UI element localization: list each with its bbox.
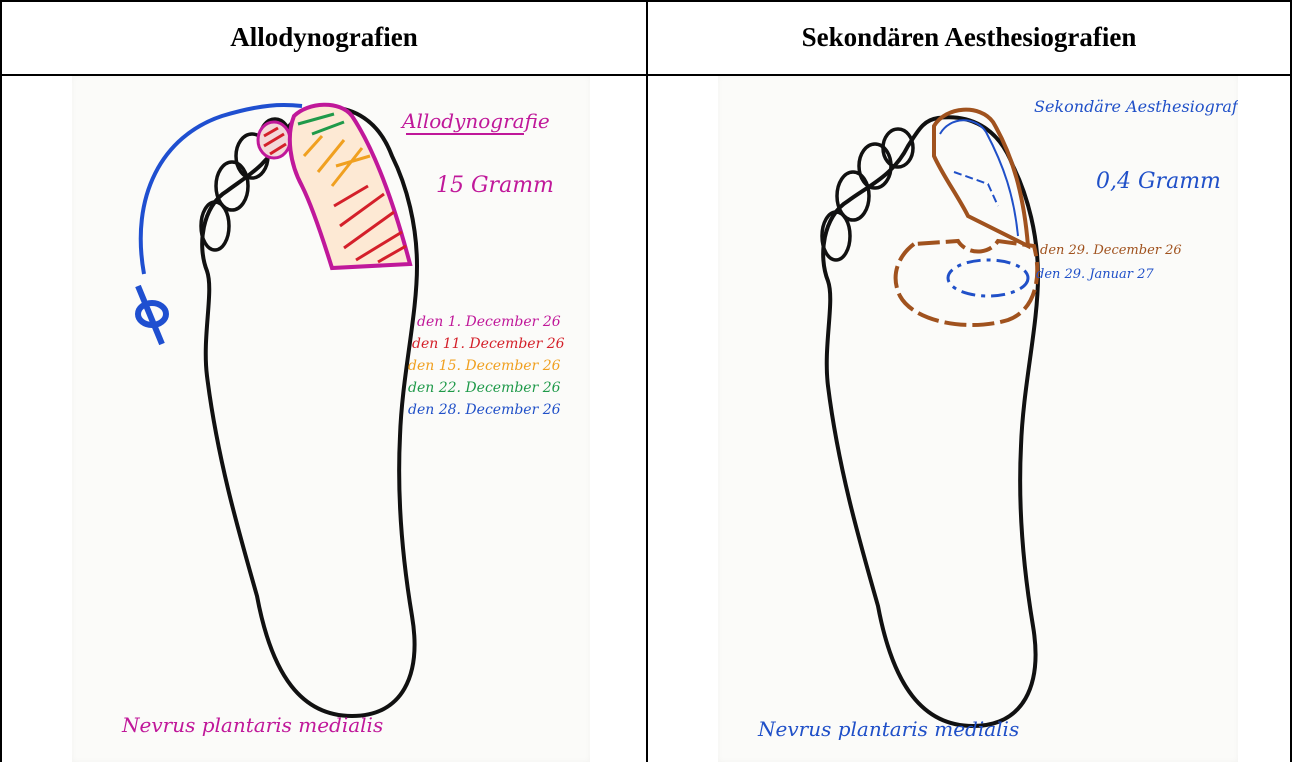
left-title: Allodynografie [400, 109, 550, 133]
brown-ball-region [896, 241, 1038, 325]
right-sheet-photo: Sekondäre Aesthesiografie 0,4 Gramm den … [718, 76, 1238, 762]
left-date-4: den 22. December 26 [408, 380, 561, 396]
second-toe-hatched [258, 122, 290, 158]
left-date-3: den 15. December 26 [408, 358, 561, 374]
right-date-1: den 29. December 26 [1040, 243, 1182, 258]
blue-ball-ellipse [948, 260, 1028, 296]
table-border-middle [646, 0, 648, 762]
phi-symbol [138, 286, 166, 344]
big-toe-blue-line [940, 120, 1018, 236]
right-nerve-label: Nevrus plantaris medialis [757, 717, 1019, 741]
right-title: Sekondäre Aesthesiografie [1034, 97, 1238, 116]
right-pressure: 0,4 Gramm [1096, 169, 1221, 194]
small-toes [822, 129, 913, 260]
left-date-5: den 28. December 26 [408, 402, 561, 418]
left-pressure: 15 Gramm [436, 173, 554, 198]
right-foot-drawing: Sekondäre Aesthesiografie 0,4 Gramm den … [718, 76, 1238, 762]
column-header-aesthesiografien: Sekondären Aesthesiografien [648, 0, 1290, 74]
table-border-left [0, 0, 2, 762]
left-date-2: den 11. December 26 [412, 336, 565, 352]
left-date-1: den 1. December 26 [417, 314, 561, 330]
foot-outline [823, 117, 1038, 726]
right-date-2: den 29. Januar 27 [1036, 267, 1154, 282]
column-header-allodynografien: Allodynografien [2, 0, 646, 74]
left-foot-drawing: Allodynografie 15 Gramm den 1. December … [72, 76, 590, 762]
big-toe-outline [934, 110, 1028, 246]
left-nerve-label: Nevrus plantaris medialis [121, 713, 383, 737]
left-sheet-photo: Allodynografie 15 Gramm den 1. December … [72, 76, 590, 762]
big-toe-allodynia-area [290, 105, 410, 268]
